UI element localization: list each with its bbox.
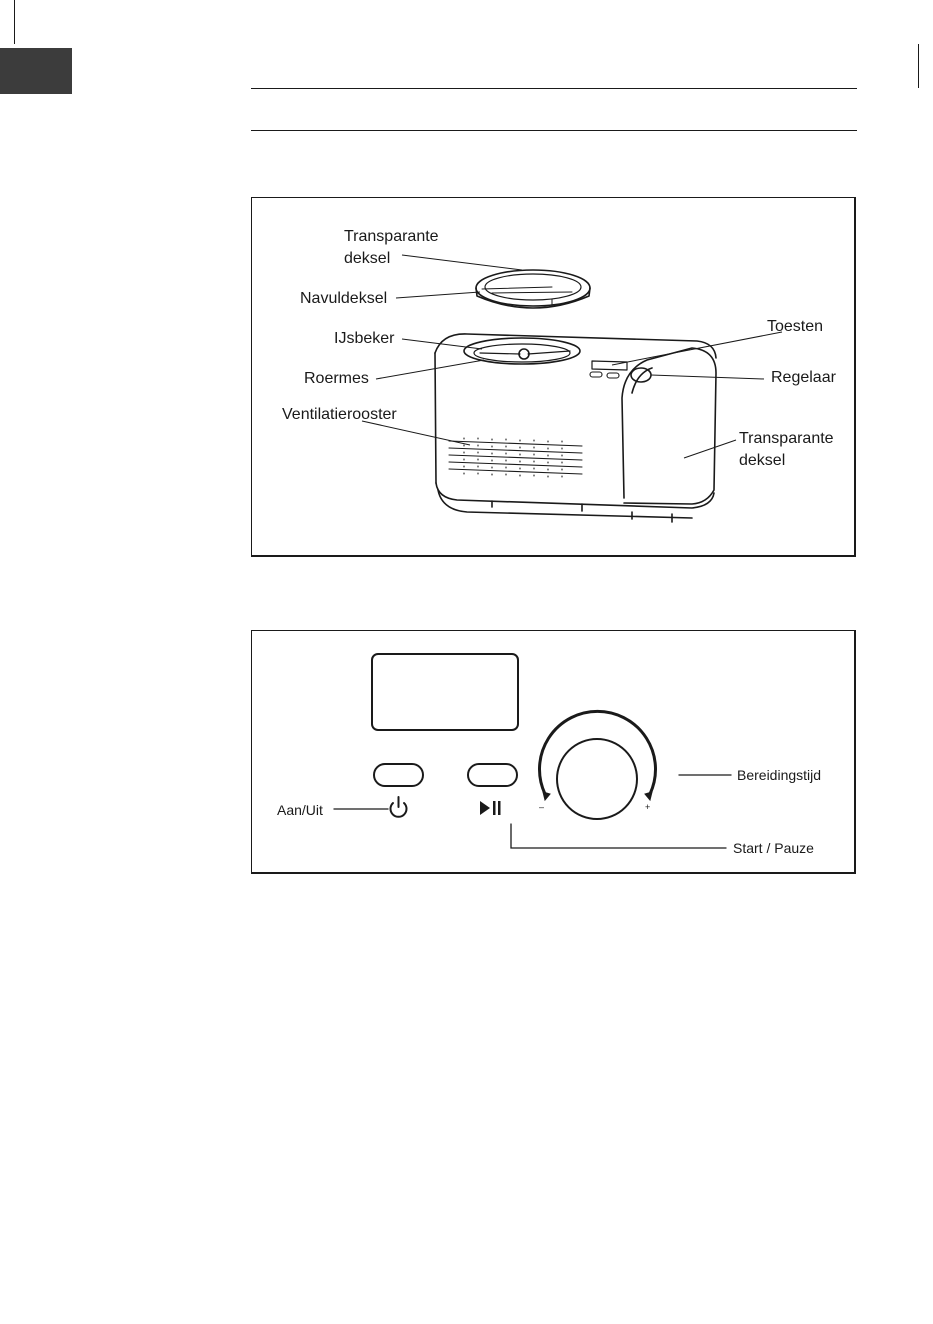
power-button: [374, 764, 423, 786]
start-pause-button: [468, 764, 517, 786]
label-ventilatierooster: Ventilatierooster: [282, 404, 397, 426]
label-bereidingstijd: Bereidingstijd: [737, 766, 821, 784]
crop-mark-left: [14, 0, 15, 44]
label-ijsbeker: IJsbeker: [334, 328, 394, 350]
play-pause-icon: [480, 801, 501, 815]
machine-body-drawing: [435, 334, 716, 522]
header-rule-bottom: [251, 130, 857, 131]
label-navuldeksel: Navuldeksel: [300, 288, 387, 310]
header-rule-top: [251, 88, 857, 89]
knob-minus-label: –: [539, 802, 544, 812]
label-regelaar: Regelaar: [771, 367, 836, 389]
label-toesten: Toesten: [767, 316, 823, 338]
power-icon: [391, 797, 407, 817]
knob-plus-label: +: [645, 802, 650, 812]
crop-mark-right: [918, 44, 919, 88]
language-tab: [0, 48, 72, 94]
lid-drawing: [476, 270, 590, 308]
leader-lines: [362, 255, 782, 458]
timer-knob: [557, 739, 637, 819]
label-transparante-deksel-top: Transparante deksel: [344, 226, 439, 270]
label-transparante-deksel-side: Transparante deksel: [739, 428, 834, 472]
control-panel-figure: – + Bereidingstijd Aan/Uit Start / Pauze: [251, 630, 856, 874]
label-roermes: Roermes: [304, 368, 369, 390]
display-screen: [372, 654, 518, 730]
label-aan-uit: Aan/Uit: [277, 801, 323, 819]
label-start-pauze: Start / Pauze: [733, 839, 814, 857]
machine-overview-figure: Transparante deksel Navuldeksel IJsbeker…: [251, 197, 856, 557]
